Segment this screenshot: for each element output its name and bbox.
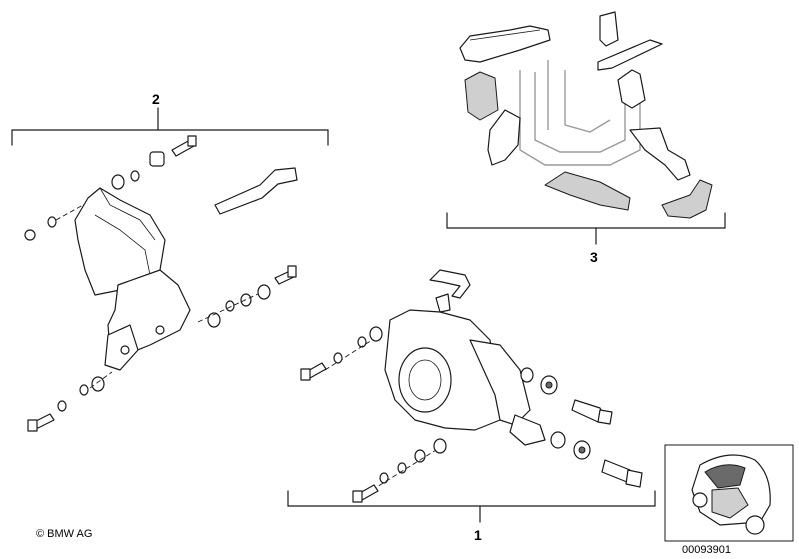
rubber-mount (433, 438, 447, 454)
rubber-mount (257, 284, 271, 300)
callout-1-label: 1 (474, 527, 482, 543)
spacer-sleeve (369, 326, 383, 342)
washer (397, 462, 407, 474)
group-2-parts (24, 135, 298, 432)
spacer-sleeve (111, 174, 125, 190)
rubber-strip (214, 167, 298, 215)
corner-trim (661, 179, 713, 219)
group-3-bracket (446, 212, 726, 245)
spacer-sleeve (207, 312, 221, 328)
lower-tab (509, 414, 546, 446)
washer (357, 336, 367, 348)
floor-trim (544, 171, 631, 211)
clip-nut (435, 293, 451, 313)
washer (47, 216, 57, 228)
washer (57, 400, 67, 412)
group-1-bracket (287, 490, 656, 523)
filler-piece (464, 71, 499, 121)
group-1-parts (300, 269, 643, 503)
group-2-bracket (11, 107, 329, 146)
trim-panel (459, 25, 551, 63)
washer (379, 472, 389, 484)
callout-3-label: 3 (590, 249, 598, 265)
mounting-bracket (429, 269, 471, 299)
washer (550, 431, 566, 449)
side-clip (617, 69, 646, 109)
bearing-bore (398, 347, 452, 413)
clip (599, 11, 619, 47)
diagram-number: 00093901 (682, 544, 731, 556)
wheel (745, 515, 765, 535)
washer (333, 352, 343, 364)
wheel (692, 492, 708, 508)
callout-2-label: 2 (152, 91, 160, 107)
group-3-parts (459, 11, 713, 219)
copyright-text: © BMW AG (36, 528, 92, 540)
rubber-mount (149, 151, 165, 167)
side-panel (629, 127, 691, 181)
washer (225, 300, 235, 312)
washer (520, 367, 534, 383)
washer (79, 384, 89, 396)
nut (24, 229, 36, 241)
spacer-sleeve (414, 449, 426, 463)
rubber-mount (91, 376, 105, 392)
washer (130, 170, 140, 182)
vehicle-thumbnail (664, 444, 794, 542)
side-panel (487, 109, 521, 166)
bracket-strip (597, 39, 663, 71)
